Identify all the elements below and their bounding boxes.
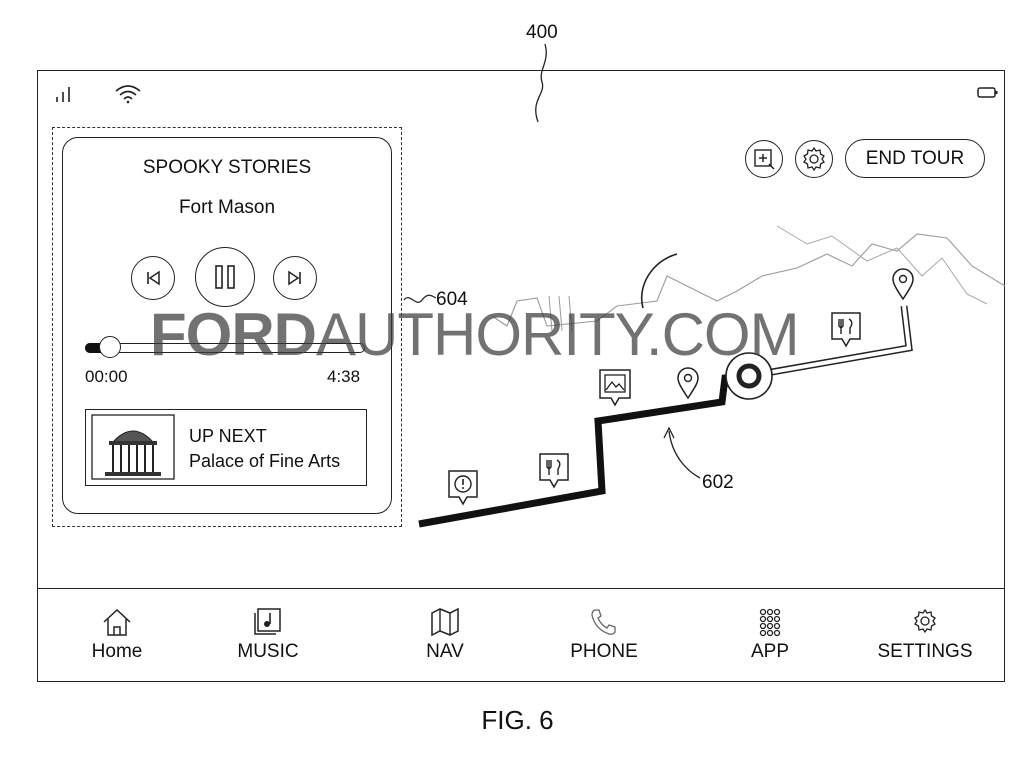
zoom-in-icon (753, 148, 775, 170)
up-next-title: Palace of Fine Arts (189, 451, 340, 472)
previous-track-button[interactable] (131, 256, 175, 300)
wifi-icon (114, 84, 142, 104)
restaurant-marker-icon[interactable] (537, 451, 571, 491)
app-grid-icon (753, 607, 787, 637)
next-track-icon (286, 269, 304, 287)
total-time: 4:38 (327, 367, 360, 387)
watermark-rest: AUTHORITY.COM (316, 301, 799, 368)
nav-item-phone[interactable]: PHONE (544, 607, 664, 663)
nav-item-nav[interactable]: NAV (385, 607, 505, 663)
figure-caption: FIG. 6 (0, 705, 1035, 736)
nav-label-phone: PHONE (570, 641, 638, 662)
location-pin-icon[interactable] (891, 267, 915, 301)
media-title: SPOOKY STORIES (62, 157, 392, 179)
battery-icon (977, 86, 999, 100)
map-settings-button[interactable] (795, 140, 833, 178)
end-tour-button[interactable]: END TOUR (845, 139, 985, 178)
map-icon (428, 607, 462, 637)
up-next-label: UP NEXT (189, 426, 267, 447)
media-subtitle: Fort Mason (62, 197, 392, 219)
nav-item-app[interactable]: APP (710, 607, 830, 663)
phone-icon (587, 607, 621, 637)
scenic-marker-icon[interactable] (597, 367, 633, 409)
previous-track-icon (144, 269, 162, 287)
location-pin-icon[interactable] (676, 366, 700, 400)
progress-thumb[interactable] (99, 336, 121, 358)
nav-item-music[interactable]: MUSIC (208, 607, 328, 663)
next-track-button[interactable] (273, 256, 317, 300)
alert-marker-icon[interactable] (446, 468, 480, 508)
current-location-dot (739, 366, 759, 386)
nav-label-music: MUSIC (237, 641, 298, 662)
palace-thumbnail-icon (91, 414, 175, 480)
figure-ref-400: 400 (526, 22, 558, 44)
watermark-bold: FORD (150, 301, 316, 368)
nav-label-home: Home (92, 641, 143, 662)
pause-icon (213, 264, 237, 290)
restaurant-marker-icon[interactable] (829, 310, 863, 350)
gear-icon (801, 146, 827, 172)
pause-button[interactable] (195, 247, 255, 307)
bottom-nav-bar: Home MUSIC NAV PHONE (37, 588, 1005, 682)
music-icon (251, 607, 285, 637)
home-icon (100, 607, 134, 637)
nav-item-home[interactable]: Home (57, 607, 177, 663)
nav-label-settings: SETTINGS (877, 641, 972, 662)
nav-label-nav: NAV (426, 641, 464, 662)
watermark: FORDAUTHORITY.COM (150, 300, 799, 369)
signal-bars-icon (54, 86, 74, 104)
zoom-in-button[interactable] (745, 140, 783, 178)
gear-icon (908, 607, 942, 637)
coastline-inner (777, 226, 987, 304)
elapsed-time: 00:00 (85, 367, 128, 387)
nav-label-app: APP (751, 641, 789, 662)
nav-item-settings[interactable]: SETTINGS (865, 607, 985, 663)
route-ref-602: 602 (702, 472, 734, 494)
